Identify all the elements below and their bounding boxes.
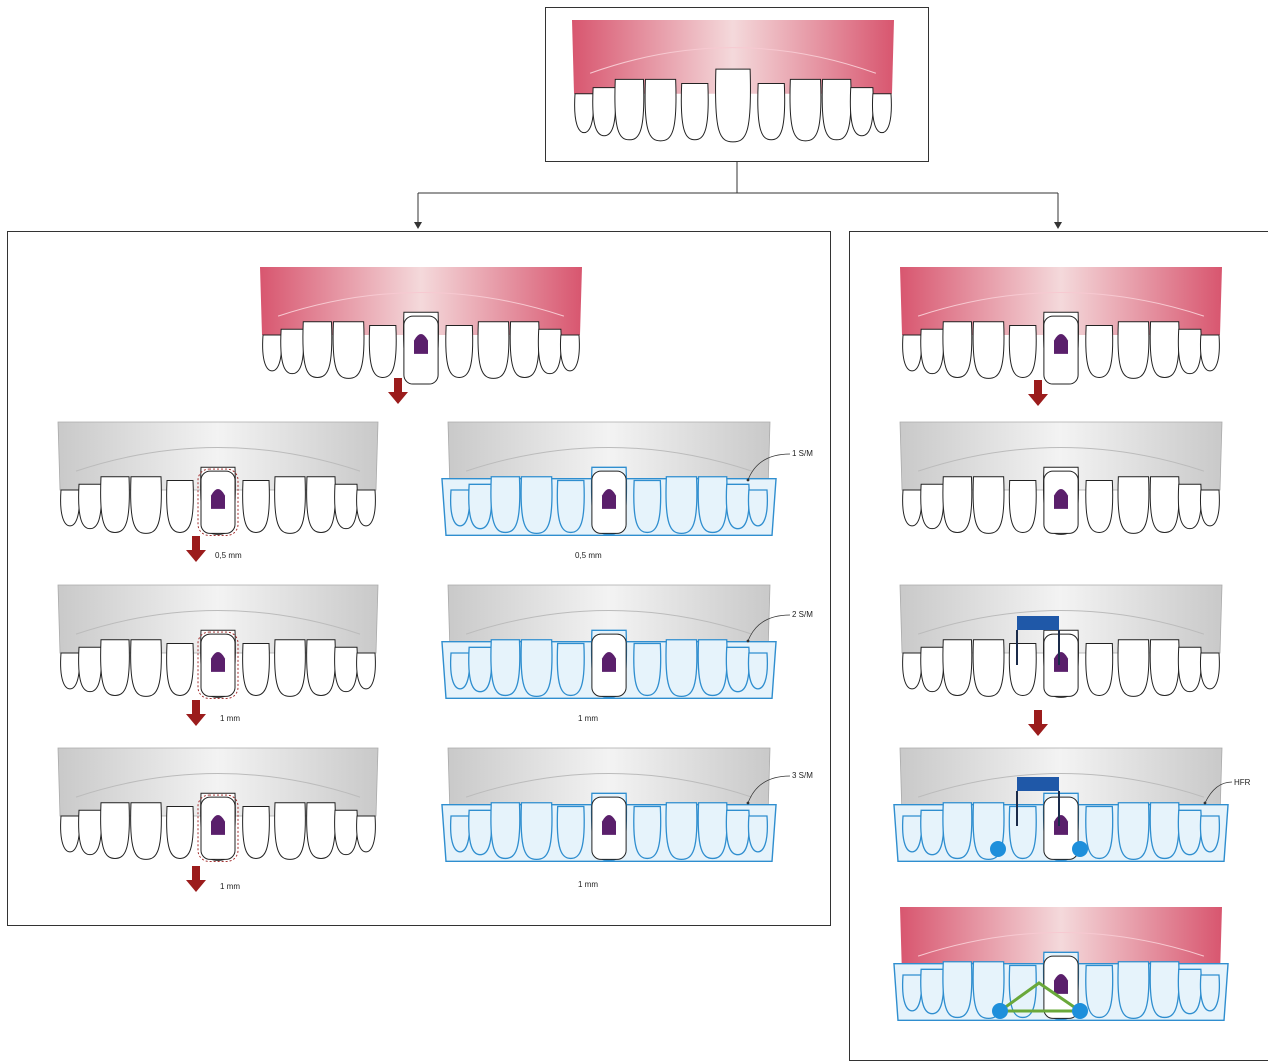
hfr-pointer — [1204, 781, 1233, 804]
attachment-icon — [211, 652, 225, 672]
hfr-cap-and-dots — [990, 777, 1088, 857]
arch-right-pink — [900, 267, 1222, 385]
left-step3-label: 1 mm — [220, 882, 240, 891]
tray3-mm-label: 1 mm — [578, 880, 598, 889]
arch-right-final — [893, 907, 1229, 1021]
tray2-tag: 2 S/M — [792, 610, 813, 619]
attachment-icon — [414, 334, 428, 354]
arrow-left-row3 — [186, 866, 206, 892]
attachment-icon — [1054, 489, 1068, 509]
hfr-tag: HFR — [1234, 778, 1251, 787]
arch-tray-row2 — [441, 584, 777, 699]
arch-left-pink — [260, 267, 582, 385]
arch-right-cap — [899, 584, 1223, 698]
attachment-icon — [602, 815, 616, 835]
attachment-icon — [211, 489, 225, 509]
arch-top-original — [572, 20, 894, 143]
tray3-tag: 3 S/M — [792, 771, 813, 780]
attachment-icon — [1054, 334, 1068, 354]
arch-right-gray — [899, 421, 1223, 535]
arrow-left-row1 — [186, 536, 206, 562]
arch-left-row2 — [57, 584, 379, 699]
attachment-icon — [602, 652, 616, 672]
tray3-pointer — [747, 775, 791, 804]
top-frame — [545, 7, 929, 162]
tray1-tag: 1 S/M — [792, 449, 813, 458]
left-panel-frame — [7, 231, 831, 926]
attachment-icon — [1054, 815, 1068, 835]
arrow-left-main — [388, 378, 408, 404]
arrow-left-row2 — [186, 700, 206, 726]
arch-tray-row3 — [441, 747, 777, 862]
green-triangle-bar — [992, 981, 1088, 1019]
attachment-icon — [602, 489, 616, 509]
arrow-right-1 — [1028, 380, 1048, 406]
attachment-icon — [1054, 974, 1068, 994]
tray1-mm-label: 0,5 mm — [575, 551, 602, 560]
arch-left-row1 — [57, 421, 379, 536]
arrow-right-2 — [1028, 710, 1048, 736]
tray1-pointer — [747, 453, 791, 481]
connector-lines — [414, 162, 1062, 229]
attachment-icon — [211, 815, 225, 835]
left-step1-label: 0,5 mm — [215, 551, 242, 560]
arch-left-row3 — [57, 747, 379, 862]
arch-tray-row1 — [441, 421, 777, 536]
attachment-icon — [1054, 652, 1068, 672]
arch-right-hfr — [893, 747, 1229, 862]
tray2-pointer — [747, 614, 791, 642]
left-step2-label: 1 mm — [220, 714, 240, 723]
power-bar-cap — [1016, 616, 1060, 665]
tray2-mm-label: 1 mm — [578, 714, 598, 723]
